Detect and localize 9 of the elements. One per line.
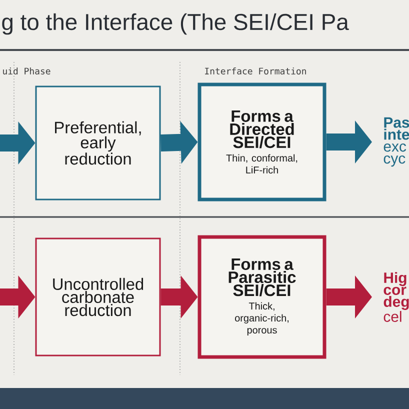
emphasis-box: Forms a Directed SEI/CEI Thin, conformal, LiF-rich [198, 82, 326, 202]
process-box: Preferential, early reduction [35, 86, 161, 200]
emphasis-box: Forms a Parasitic SEI/CEI Thick, organic-rich, porous [198, 235, 326, 359]
outcome-text: Hig cor deg cel [384, 272, 409, 322]
column-header: uid Phase [3, 68, 50, 74]
title: g to the Interface (The SEI/CEI Pa [2, 13, 349, 35]
outcome-text: Pas inte exc cyc [384, 117, 409, 167]
column-header: Interface Formation [205, 68, 306, 74]
process-box: Uncontrolled carbonate reduction [35, 238, 161, 356]
